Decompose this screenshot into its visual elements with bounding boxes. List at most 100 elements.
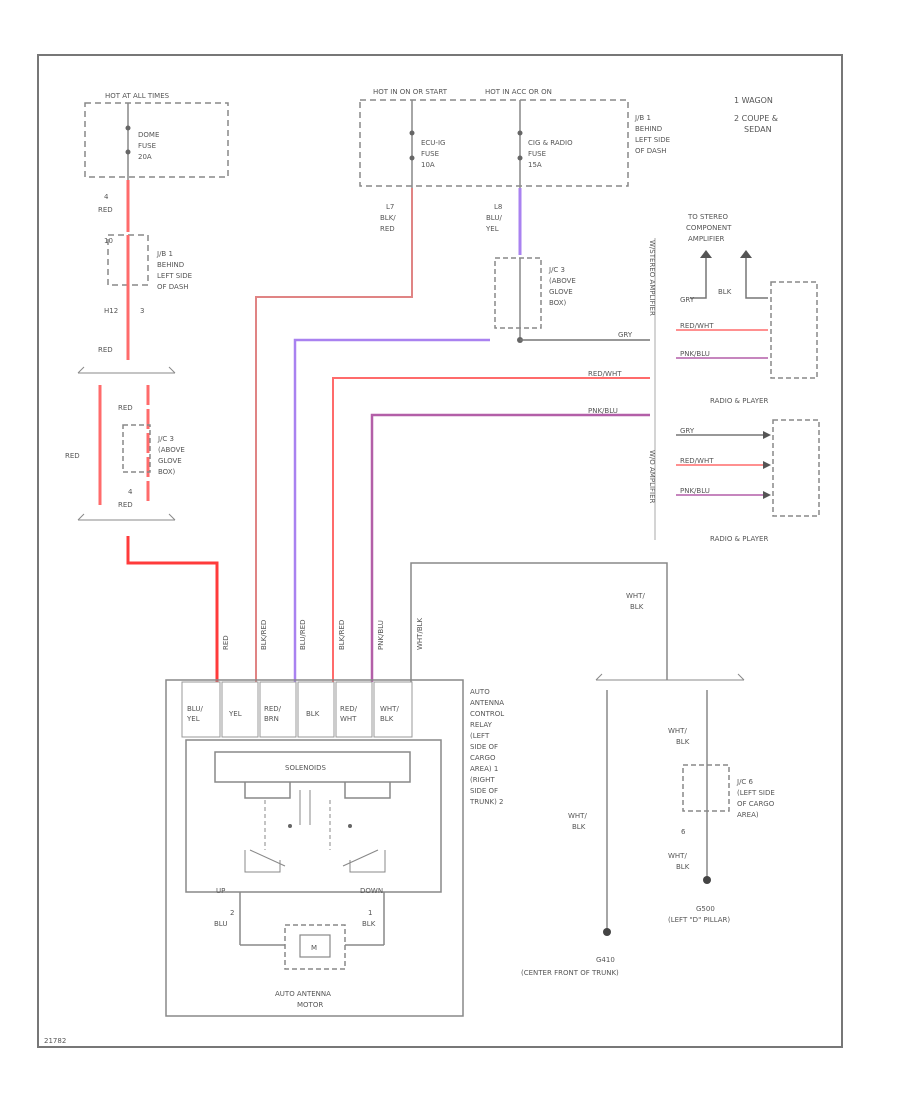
jc3-left-label-4: BOX) <box>158 468 176 476</box>
dome-fuse-label-2: FUSE <box>138 142 156 150</box>
solenoid-label: SOLENOIDS <box>285 764 326 772</box>
ecu-fuse-label-2: FUSE <box>421 150 439 158</box>
hot-at-all-times-label: HOT AT ALL TIMES <box>105 92 170 100</box>
jb1-top-label-3: LEFT SIDE <box>635 136 670 144</box>
stereo-gry-label: GRY <box>680 296 695 304</box>
dome-fuse-box <box>84 102 229 178</box>
gry-wire-label: GRY <box>618 331 633 339</box>
relay-label-8: AREA) 1 <box>470 765 498 773</box>
relay-pin-3-a: RED/ <box>264 705 282 713</box>
relay-label-10: SIDE OF <box>470 787 498 795</box>
conn-label-blk-red: BLK/RED <box>260 620 268 650</box>
relay-inner-box <box>185 739 442 893</box>
red-label-bottom: RED <box>118 501 133 509</box>
conn-label-red: RED <box>222 635 230 650</box>
motor-label-2: MOTOR <box>297 1001 323 1009</box>
dome-fuse-label: DOME <box>138 131 159 139</box>
motor-blu-label: BLU <box>214 920 227 928</box>
with-amp-label: W/STEREO AMPLIFIER <box>648 240 656 316</box>
motor-blu-pin: 2 <box>230 909 234 917</box>
hot-in-on-label: HOT IN ON OR START <box>373 88 448 96</box>
pin-4-label: 4 <box>104 193 109 201</box>
red-wire-label-top: RED <box>98 206 113 214</box>
radio-player-2-box <box>772 419 820 517</box>
red-wht-wire <box>332 377 650 682</box>
relay-outer-box <box>165 679 464 1017</box>
jc3-right-label: J/C 3 <box>548 266 565 274</box>
relay-label-1: AUTO <box>470 688 490 696</box>
wht-blk-label-2: BLK <box>630 603 644 611</box>
stereo-title-1: TO STEREO <box>687 213 728 221</box>
jc3-left-label-2: (ABOVE <box>158 446 185 454</box>
relay-pins <box>181 681 413 738</box>
jc6-label-3: OF CARGO <box>737 800 775 808</box>
jc3-right-box <box>494 257 542 329</box>
wht-blk-v1-b: BLK <box>572 823 586 831</box>
motor-blk-label: BLK <box>362 920 376 928</box>
red-wht-label: RED/WHT <box>588 370 622 378</box>
wht-blk-label-1: WHT/ <box>626 592 645 600</box>
relay-pin-2: YEL <box>228 710 242 718</box>
relay-pin-6-b: BLK <box>380 715 394 723</box>
legend-wagon: 1 WAGON <box>734 96 773 105</box>
stereo-title-2: COMPONENT <box>686 224 732 232</box>
motor-label-1: AUTO ANTENNA <box>275 990 331 998</box>
jb1-left-label-3: LEFT SIDE <box>157 272 192 280</box>
cig-radio-fuse-label: CIG & RADIO <box>528 139 573 147</box>
pnk-blu-label: PNK/BLU <box>588 407 618 415</box>
relay-label-6: SIDE OF <box>470 743 498 751</box>
relay-pin-1-b: YEL <box>186 715 200 723</box>
relay-pin-4: BLK <box>306 710 320 718</box>
pin-10-label: 10 <box>104 237 113 245</box>
blk-red-wire <box>255 188 413 682</box>
jc6-label-4: AREA) <box>737 811 759 819</box>
jc6-label-2: (LEFT SIDE <box>737 789 775 797</box>
motor-m-label: M <box>311 944 317 952</box>
radio-player-1-label: RADIO & PLAYER <box>710 397 768 405</box>
relay-pin-5-a: RED/ <box>340 705 358 713</box>
wht-blk-v2-a: WHT/ <box>668 727 687 735</box>
dome-fuse-label-3: 20A <box>138 153 152 161</box>
jc3-left-box <box>122 424 151 473</box>
jb1-top-label: J/B 1 <box>634 114 651 122</box>
jc3-left-label: J/C 3 <box>157 435 174 443</box>
relay-label-9: (RIGHT <box>470 776 495 784</box>
pin-h12-label: H12 <box>104 307 118 315</box>
stereo-title-3: AMPLIFIER <box>688 235 725 243</box>
stereo-blk-label: BLK <box>718 288 732 296</box>
stereo-pnk-blu3-label: PNK/BLU <box>680 487 710 495</box>
relay-down-label: DOWN <box>360 887 383 895</box>
relay-label-4: RELAY <box>470 721 493 729</box>
diagram-id: 21782 <box>44 1037 66 1045</box>
pin-4b-label: 4 <box>128 488 133 496</box>
red-wire-to-relay <box>126 536 219 682</box>
stereo-pnk-blu-label: PNK/BLU <box>680 350 710 358</box>
relay-up-label: UP <box>216 887 225 895</box>
legend-coupe-sedan-2: SEDAN <box>744 125 772 134</box>
jc3-right-label-3: GLOVE <box>549 288 573 296</box>
jc3-left-label-3: GLOVE <box>158 457 182 465</box>
stereo-red-wht3-label: RED/WHT <box>680 457 714 465</box>
jb1-left-label-2: BEHIND <box>157 261 184 269</box>
g500-location: (LEFT "D" PILLAR) <box>668 916 730 924</box>
red-label-left: RED <box>65 452 80 460</box>
relay-pin-5-b: WHT <box>340 715 357 723</box>
conn-label-pnk-blu: PNK/BLU <box>377 620 385 650</box>
hot-in-acc-label: HOT IN ACC OR ON <box>485 88 552 96</box>
ground-g410-icon <box>603 928 611 936</box>
wht-blk-wire <box>410 562 668 682</box>
relay-label-2: ANTENNA <box>470 699 504 707</box>
radio-player-1-box <box>770 281 818 379</box>
jc6-box <box>682 764 730 812</box>
jc3-right-label-4: BOX) <box>549 299 567 307</box>
red-label-box: RED <box>118 404 133 412</box>
g410-location: (CENTER FRONT OF TRUNK) <box>521 969 619 977</box>
wht-blk-v1-a: WHT/ <box>568 812 587 820</box>
relay-label-7: CARGO <box>470 754 496 762</box>
conn-label-wht-blk: WHT/BLK <box>416 617 424 650</box>
jc6-pin: 6 <box>681 828 686 836</box>
ecu-fuse-label: ECU-IG <box>421 139 445 147</box>
stereo-gry2-label: GRY <box>680 427 695 435</box>
blk-red-label-2: BLK/ <box>380 214 396 222</box>
solenoid-block <box>214 751 411 783</box>
